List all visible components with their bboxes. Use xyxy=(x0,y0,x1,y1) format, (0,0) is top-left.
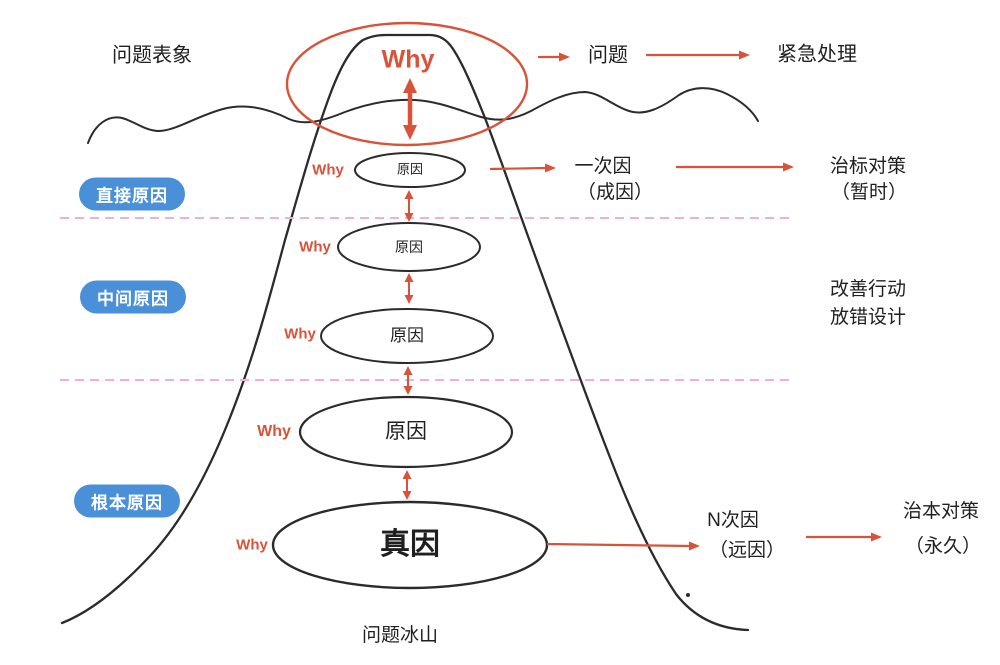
peak-highlight-ellipse xyxy=(285,21,529,147)
true-cause-label: 真因 xyxy=(380,527,440,561)
peak-double-arrow xyxy=(403,78,417,140)
why-label-4: Why xyxy=(257,422,291,440)
problem-label: 问题 xyxy=(588,44,628,67)
flow-arrows xyxy=(489,50,882,551)
iceberg-title: 问题冰山 xyxy=(361,625,439,647)
n-cause-label: N次因 xyxy=(707,510,759,532)
cause-label-1: 原因 xyxy=(396,161,424,177)
root-cause-pill: 根本原因 xyxy=(74,484,180,518)
urgent-handling-label: 紧急处理 xyxy=(777,43,857,66)
ink-dot xyxy=(686,593,690,597)
cause-label-2: 原因 xyxy=(395,238,423,255)
improvement-action-label: 改善行动 xyxy=(829,279,907,301)
cause-ellipse-3 xyxy=(320,308,494,364)
peak-why-label: Why xyxy=(381,45,435,74)
cause-ellipse-1 xyxy=(354,152,466,188)
why-label-3: Why xyxy=(284,325,316,343)
cause-ellipse-4 xyxy=(298,395,514,469)
symptomatic-sub-label: （暂时） xyxy=(830,182,908,204)
error-proof-design-label: 放错设计 xyxy=(829,307,907,329)
first-cause-sub-label: （成因） xyxy=(576,182,654,204)
direct-cause-pill: 直接原因 xyxy=(79,177,185,211)
permanent-countermeasure-label: 治本对策 xyxy=(902,501,980,523)
n-cause-sub-label: （远因） xyxy=(708,540,786,562)
why-label-5: Why xyxy=(236,536,268,554)
symptomatic-countermeasure-label: 治标对策 xyxy=(829,156,907,178)
why-label-2: Why xyxy=(299,238,331,256)
first-cause-label: 一次因 xyxy=(574,156,632,178)
cause-label-3: 原因 xyxy=(390,326,424,346)
chain-double-arrows xyxy=(402,190,414,500)
cause-label-4: 原因 xyxy=(385,419,427,443)
permanent-sub-label: （永久） xyxy=(904,536,982,558)
cause-ellipse-2 xyxy=(337,222,481,272)
middle-cause-pill: 中间原因 xyxy=(80,280,186,314)
why-label-1: Why xyxy=(312,161,344,179)
water-line xyxy=(87,87,759,144)
mountain-outline xyxy=(60,33,750,632)
surface-label: 问题表象 xyxy=(112,44,192,67)
